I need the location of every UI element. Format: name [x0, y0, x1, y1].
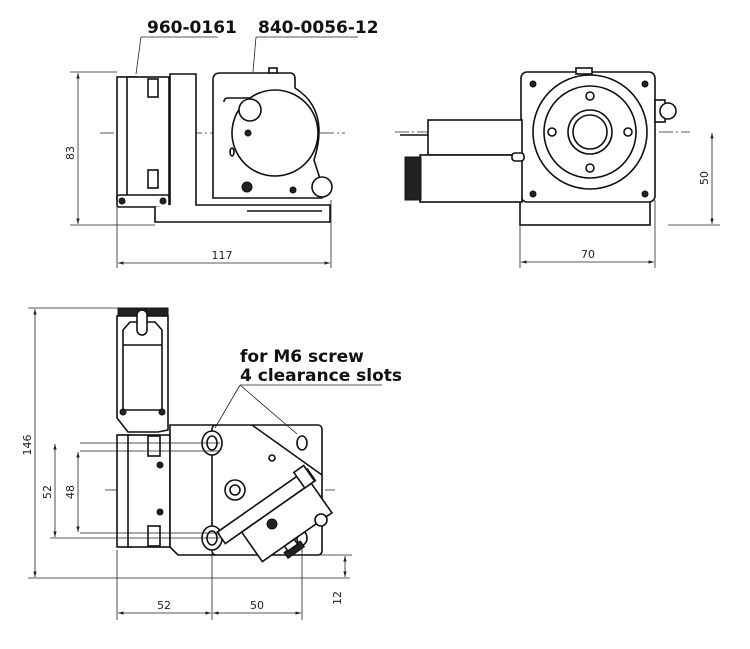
label-part-840-0056-12: 840-0056-12	[258, 18, 379, 38]
dim-top-offset-y: 12	[331, 591, 344, 605]
dim-top-slot-outer: 52	[41, 485, 54, 499]
dim-side-length: 117	[212, 249, 233, 262]
dim-side-height: 83	[64, 146, 77, 160]
dim-top-offset-x2: 50	[250, 599, 264, 612]
note-line-1: for M6 screw	[240, 347, 364, 367]
note-line-2: 4 clearance slots	[240, 366, 402, 386]
dim-front-width: 70	[581, 248, 595, 261]
label-part-960-0161: 960-0161	[147, 18, 237, 38]
front-view: 70 50	[395, 67, 720, 268]
side-view: 83 117 960-0161 840-0056-12	[64, 18, 379, 268]
dim-top-total-height: 146	[21, 435, 34, 456]
top-view: 146 52 48 52 50 12 for M6 screw 4 cleara…	[21, 307, 402, 620]
dim-front-center-height: 50	[698, 171, 711, 185]
dim-top-offset-x1: 52	[157, 599, 171, 612]
dim-top-slot-inner: 48	[64, 485, 77, 499]
